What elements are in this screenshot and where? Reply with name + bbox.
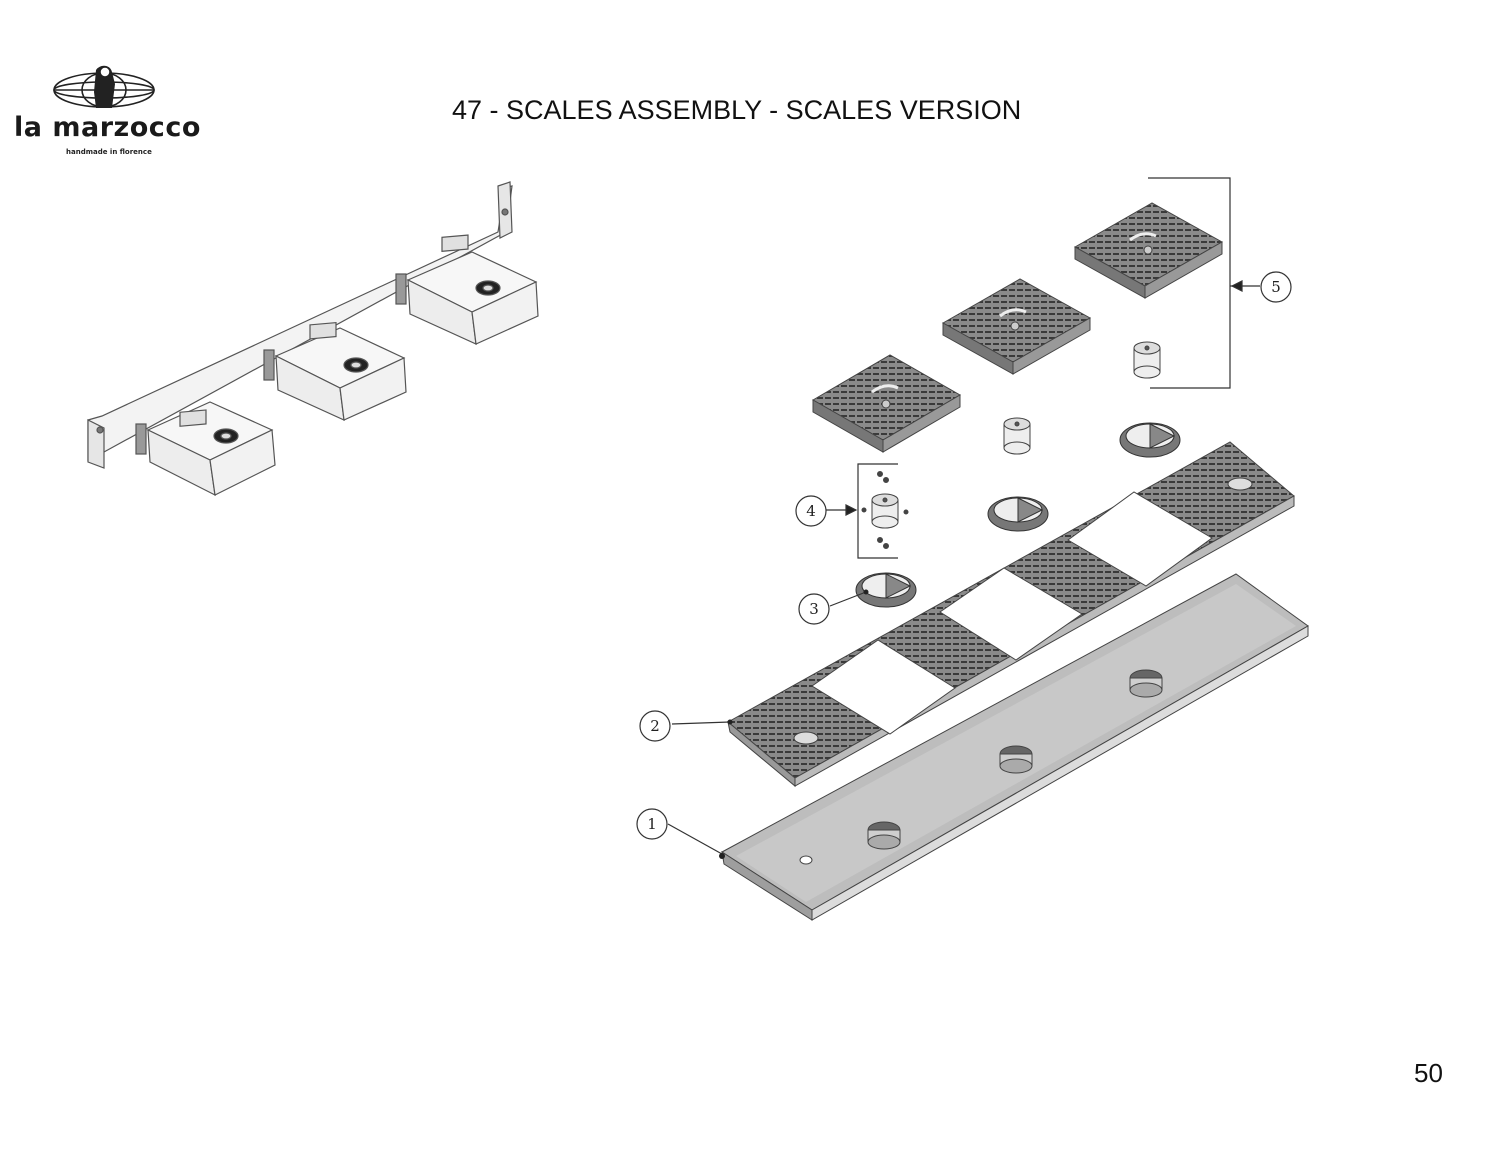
leader-lines [667,591,867,855]
scale-box-3 [395,234,539,345]
callout-1: 1 [636,808,668,840]
spacer-cylinders [861,341,1161,549]
grate-plate-2 [941,278,1092,375]
grate-plate-3 [1073,202,1224,299]
drip-tray [721,573,1309,921]
brand-tagline: handmade in florence [66,148,152,156]
callout-5: 5 [1260,271,1292,303]
grate-plate-1 [812,354,961,453]
gasket-ring-left [855,572,917,608]
spacer-cylinder-right [1133,341,1161,379]
grate-plate-group [812,202,1224,453]
callout-4: 4 [795,495,827,527]
la-marzocco-logo [53,65,155,108]
callout-3: 3 [798,593,830,625]
grate-frame [727,441,1295,788]
spacer-cylinder-middle [1003,417,1031,455]
scale-box-1 [135,401,276,497]
svg-text:1: 1 [647,815,657,833]
page-title: 47 - SCALES ASSEMBLY - SCALES VERSION [452,95,1022,125]
svg-text:3: 3 [809,600,819,618]
callout-4-bracket [826,463,898,559]
callout-5-bracket [1148,177,1260,389]
spacer-cylinder-left [861,471,909,549]
gasket-ring-middle [987,496,1049,532]
scale-box-2 [263,321,407,421]
brand-name: la marzocco [14,112,201,143]
svg-text:4: 4 [806,502,816,520]
gasket-rings [855,422,1181,608]
gasket-ring-right [1119,422,1181,458]
svg-text:5: 5 [1271,278,1281,296]
svg-text:2: 2 [650,717,660,735]
page-number: 50 [1414,1058,1443,1088]
callout-2: 2 [639,710,671,742]
scale-bracket-assembly [87,181,539,497]
